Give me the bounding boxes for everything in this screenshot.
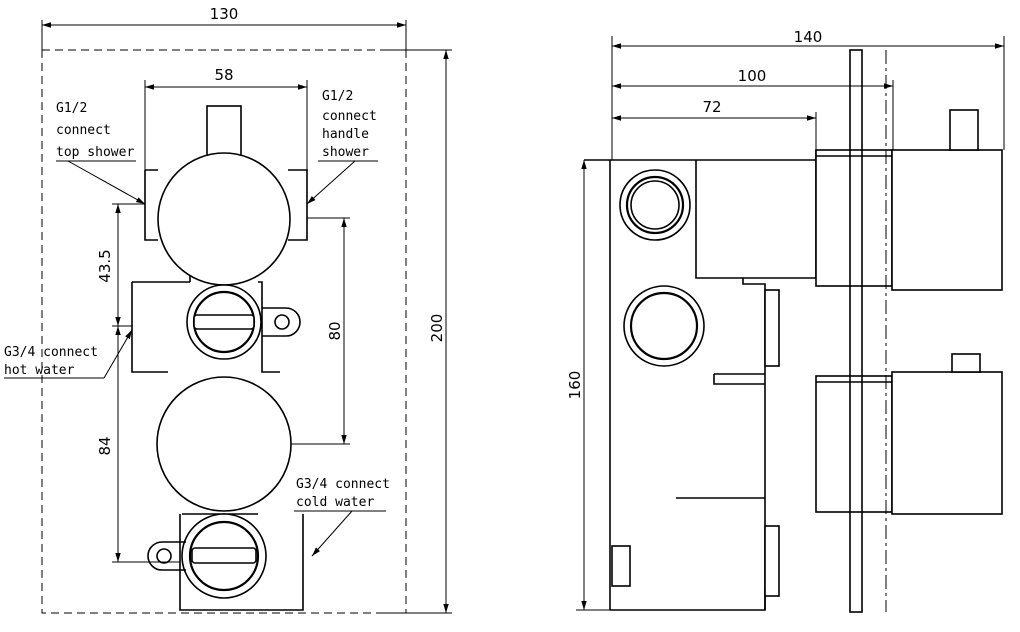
label-top-shower: G1/2 connect top shower bbox=[56, 101, 146, 205]
dim-43-5: 43.5 bbox=[96, 249, 114, 282]
wall-plane bbox=[849, 49, 863, 613]
side-view: 140 100 72 160 bbox=[566, 28, 1005, 613]
dim-80: 80 bbox=[326, 321, 344, 340]
lower-handle-circle bbox=[156, 376, 292, 512]
label-handle-shower: G1/2 connect handle shower bbox=[306, 89, 378, 205]
svg-text:connect: connect bbox=[56, 123, 111, 138]
dim-72: 72 bbox=[702, 98, 721, 116]
front-outline bbox=[41, 49, 407, 614]
hot-inlet-valve bbox=[186, 284, 301, 360]
svg-text:G3/4 connect: G3/4 connect bbox=[4, 345, 98, 360]
svg-text:shower: shower bbox=[322, 145, 369, 160]
label-cold-water: G3/4 connect cold water bbox=[294, 477, 390, 557]
dim-58: 58 bbox=[214, 66, 233, 84]
side-inlet-upper bbox=[619, 169, 691, 241]
side-body-outline bbox=[584, 150, 817, 611]
svg-text:G3/4 connect: G3/4 connect bbox=[296, 477, 390, 492]
svg-text:G1/2: G1/2 bbox=[322, 89, 353, 104]
label-hot-water: G3/4 connect hot water bbox=[4, 329, 133, 379]
dim-200: 200 bbox=[428, 314, 446, 343]
svg-text:cold water: cold water bbox=[296, 495, 374, 510]
dim-160: 160 bbox=[566, 371, 584, 400]
dim-140: 140 bbox=[794, 28, 823, 46]
svg-text:hot water: hot water bbox=[4, 363, 75, 378]
dim-84: 84 bbox=[96, 436, 114, 455]
dim-130: 130 bbox=[210, 5, 239, 23]
upper-handle-circle bbox=[157, 152, 291, 286]
svg-text:connect: connect bbox=[322, 109, 377, 124]
front-view: 130 200 bbox=[4, 5, 452, 614]
side-inlet-lower bbox=[623, 285, 705, 367]
cold-inlet-valve bbox=[147, 513, 267, 599]
svg-text:G1/2: G1/2 bbox=[56, 101, 87, 116]
svg-text:top shower: top shower bbox=[56, 145, 134, 160]
svg-text:handle: handle bbox=[322, 127, 369, 142]
dim-100: 100 bbox=[738, 67, 767, 85]
